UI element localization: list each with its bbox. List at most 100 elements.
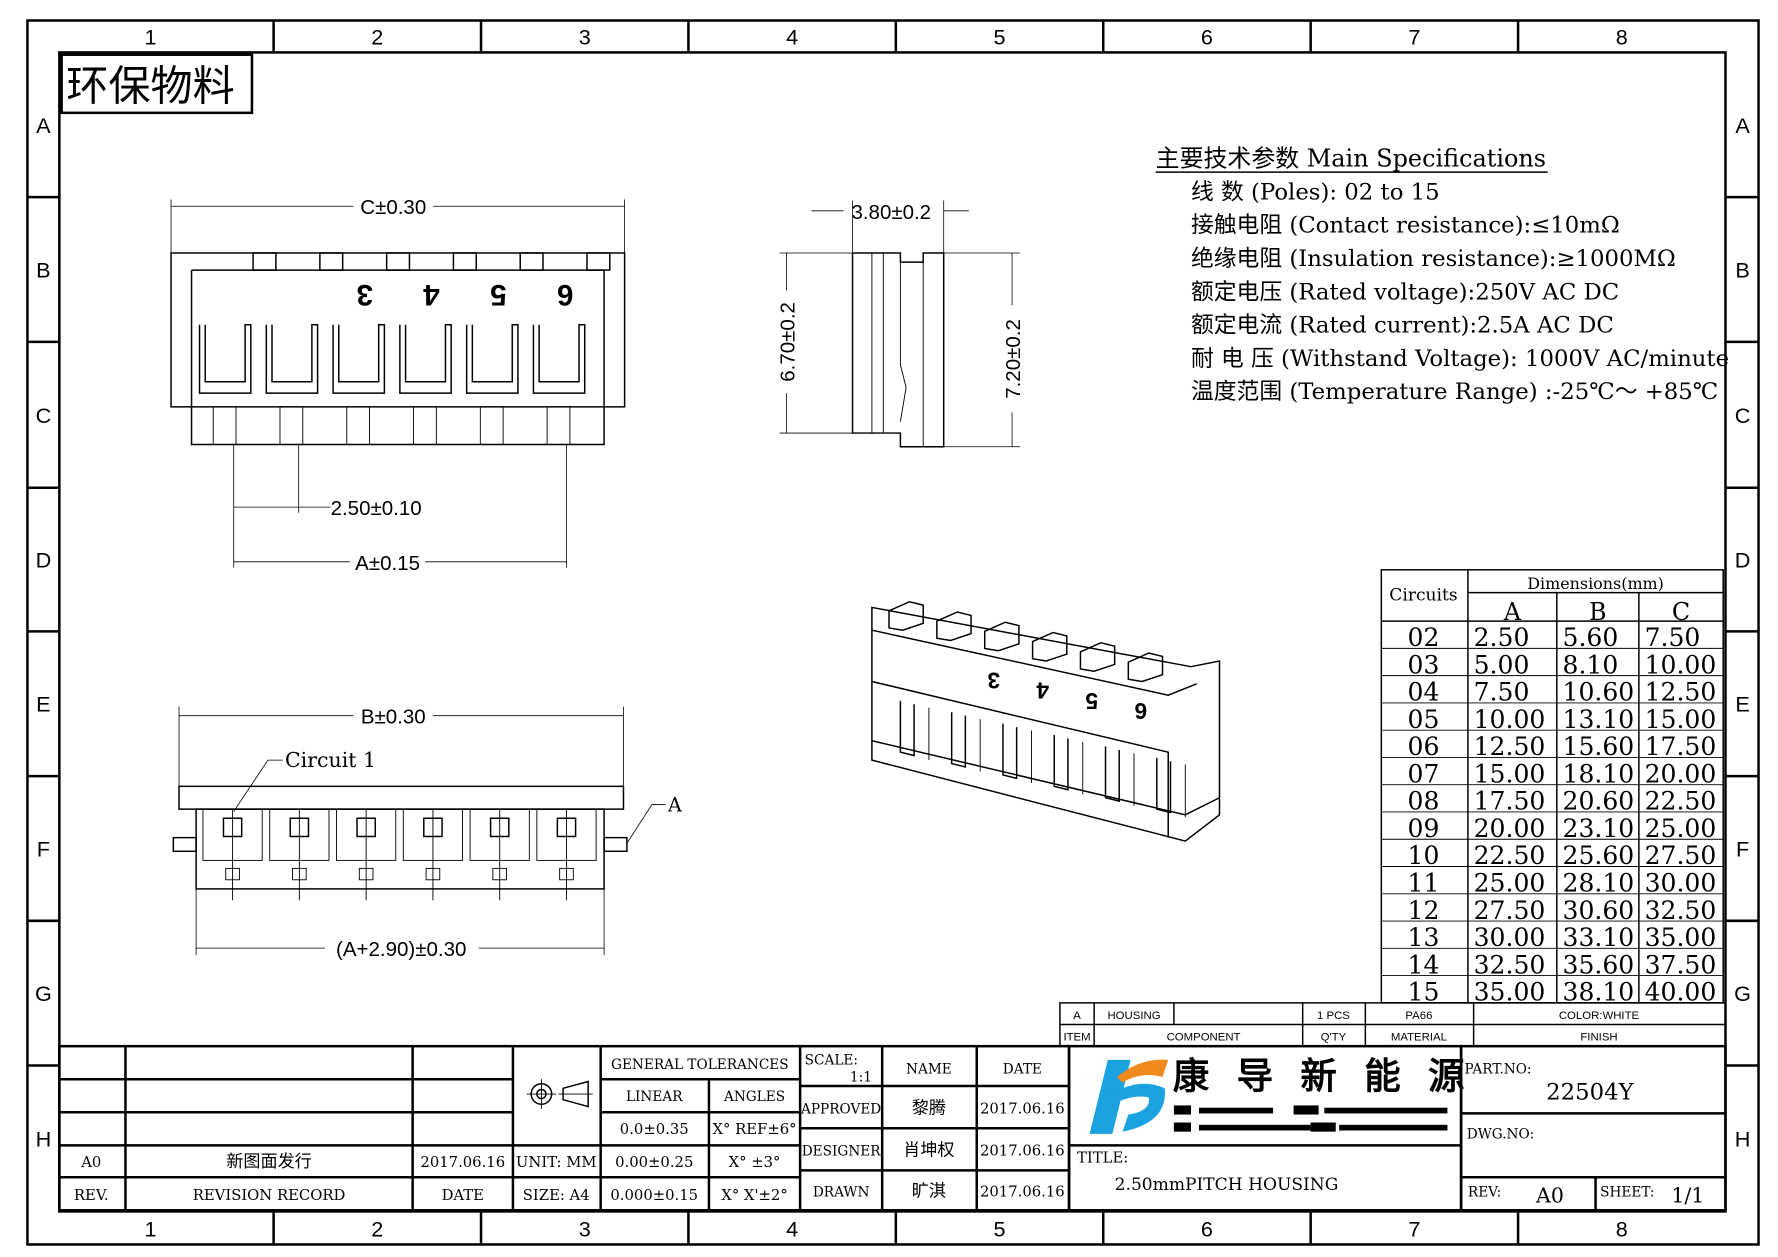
bottom-notch bbox=[546, 406, 571, 445]
view-marker: A bbox=[667, 793, 683, 816]
iso-slot bbox=[1104, 746, 1120, 803]
top-tab bbox=[519, 252, 544, 271]
bottom-notch bbox=[479, 406, 504, 445]
bottom-view: B±0.30 Circuit 1 A (A+2.90)±0.30 bbox=[172, 706, 683, 961]
bottom-notch bbox=[212, 406, 237, 445]
svg-text:新图面发行: 新图面发行 bbox=[226, 1152, 311, 1172]
circuit-count: 06 bbox=[1408, 732, 1440, 761]
projection-symbol bbox=[526, 1079, 593, 1109]
svg-text:PA66: PA66 bbox=[1405, 1010, 1432, 1022]
company-name-char: 能 bbox=[1364, 1054, 1400, 1097]
dimension-value: 30.60 bbox=[1563, 896, 1635, 925]
row-label: B bbox=[36, 257, 50, 282]
dim-overall: (A+2.90)±0.30 bbox=[336, 938, 466, 961]
dimension-value: 35.60 bbox=[1563, 950, 1635, 979]
dimension-value: 18.10 bbox=[1563, 759, 1635, 788]
spec-line: 绝缘电阻 (Insulation resistance):≥1000MΩ bbox=[1191, 246, 1676, 272]
top-tab bbox=[452, 252, 477, 271]
dimension-value: 22.50 bbox=[1474, 841, 1546, 870]
circuit-count: 02 bbox=[1408, 623, 1440, 652]
svg-text:COMPONENT: COMPONENT bbox=[1167, 1031, 1241, 1043]
linear-tolerance: 0.0±0.35 bbox=[620, 1121, 689, 1138]
circuit-count: 11 bbox=[1408, 869, 1440, 898]
dim-a: A±0.15 bbox=[355, 552, 420, 575]
dimension-value: 25.60 bbox=[1563, 841, 1635, 870]
circuit-count: 15 bbox=[1408, 978, 1440, 1007]
svg-text:PART.NO:: PART.NO: bbox=[1465, 1062, 1532, 1078]
row-label: H bbox=[36, 1126, 52, 1151]
svg-text:ANGLES: ANGLES bbox=[723, 1089, 785, 1105]
contact-slot bbox=[399, 324, 452, 394]
svg-text:DATE: DATE bbox=[442, 1187, 484, 1204]
drawing-title: 2.50mmPITCH HOUSING bbox=[1115, 1175, 1339, 1195]
dimension-value: 27.50 bbox=[1645, 841, 1717, 870]
iso-tab bbox=[1031, 631, 1068, 662]
title-block: A0 新图面发行 2017.06.16 REV. REVISION RECORD… bbox=[58, 1044, 1727, 1212]
part-number: 22504Y bbox=[1546, 1080, 1634, 1106]
contact-slot bbox=[198, 324, 252, 394]
dimension-value: 20.60 bbox=[1563, 787, 1635, 816]
dimension-value: 10.00 bbox=[1474, 705, 1546, 734]
dimension-value: 5.60 bbox=[1563, 623, 1619, 652]
dimension-value: 15.60 bbox=[1563, 732, 1635, 761]
svg-text:NAME: NAME bbox=[906, 1062, 952, 1078]
column-label: 2 bbox=[371, 24, 383, 49]
spec-line: 额定电压 (Rated voltage):250V AC DC bbox=[1191, 279, 1619, 305]
svg-text:REV:: REV: bbox=[1468, 1185, 1501, 1201]
dimension-value: 10.60 bbox=[1563, 678, 1635, 707]
spec-line: 额定电流 (Rated current):2.5A AC DC bbox=[1191, 313, 1614, 339]
circuit-number: 4 bbox=[423, 278, 440, 311]
linear-tolerance: 0.000±0.15 bbox=[610, 1187, 698, 1204]
column-label: 3 bbox=[579, 24, 591, 49]
svg-text:ITEM: ITEM bbox=[1063, 1031, 1090, 1043]
row-label: C bbox=[36, 403, 52, 428]
bottom-notch bbox=[413, 406, 437, 445]
dimension-value: 22.50 bbox=[1645, 787, 1717, 816]
circuit-count: 07 bbox=[1408, 759, 1440, 788]
signoff-date: 2017.06.16 bbox=[980, 1143, 1065, 1160]
logo-orange-swoosh bbox=[1116, 1059, 1169, 1083]
dim-pitch: 2.50±0.10 bbox=[331, 497, 422, 520]
dimension-value: 28.10 bbox=[1563, 869, 1635, 898]
iso-circuit-number: 3 bbox=[988, 667, 1001, 693]
column-header: A bbox=[1503, 598, 1522, 626]
svg-text:SIZE: A4: SIZE: A4 bbox=[523, 1187, 590, 1204]
spec-line: 温度范围 (Temperature Range) :-25℃～ +85℃ bbox=[1191, 379, 1718, 405]
column-label: 1 bbox=[145, 1216, 157, 1241]
side-view: 3.80±0.2 6.70±0.2 7.20±0.2 bbox=[776, 200, 1025, 448]
company-name-char: 新 bbox=[1300, 1054, 1336, 1097]
dim-height-2: 7.20±0.2 bbox=[1002, 319, 1025, 399]
svg-text:DATE: DATE bbox=[1003, 1062, 1042, 1078]
top-tab bbox=[385, 252, 411, 271]
iso-circuit-number: 4 bbox=[1036, 678, 1049, 704]
column-label: 6 bbox=[1201, 24, 1213, 49]
company-name-char: 康 bbox=[1173, 1054, 1210, 1097]
circuit-count: 09 bbox=[1408, 814, 1440, 843]
dimension-value: 20.00 bbox=[1645, 759, 1717, 788]
svg-text:环保物料: 环保物料 bbox=[66, 61, 235, 110]
dimension-value: 33.10 bbox=[1563, 923, 1635, 952]
iso-tab bbox=[1079, 641, 1116, 672]
dim-width: 3.80±0.2 bbox=[851, 201, 931, 224]
svg-text:A0: A0 bbox=[1535, 1183, 1564, 1207]
row-label: D bbox=[36, 548, 52, 573]
spec-line: 接触电阻 (Contact resistance):≤10mΩ bbox=[1191, 213, 1620, 239]
column-label: 4 bbox=[786, 1216, 798, 1241]
svg-text:LINEAR: LINEAR bbox=[626, 1089, 683, 1105]
column-label: 8 bbox=[1616, 24, 1628, 49]
row-label: B bbox=[1735, 257, 1749, 282]
svg-text:Q'TY: Q'TY bbox=[1321, 1031, 1347, 1043]
row-label: G bbox=[1734, 981, 1751, 1006]
row-label: E bbox=[36, 692, 50, 717]
column-label: 4 bbox=[786, 24, 798, 49]
top-tab bbox=[252, 252, 277, 271]
row-label: D bbox=[1735, 548, 1751, 573]
dim-height-1: 6.70±0.2 bbox=[776, 302, 799, 382]
iso-slot bbox=[950, 712, 967, 768]
column-label: 6 bbox=[1201, 1216, 1213, 1241]
dimension-value: 35.00 bbox=[1474, 978, 1546, 1007]
signoff-role: DRAWN bbox=[813, 1185, 870, 1201]
dimension-value: 15.00 bbox=[1474, 759, 1546, 788]
svg-text:2017.06.16: 2017.06.16 bbox=[420, 1154, 505, 1171]
contact-slot bbox=[465, 324, 519, 394]
